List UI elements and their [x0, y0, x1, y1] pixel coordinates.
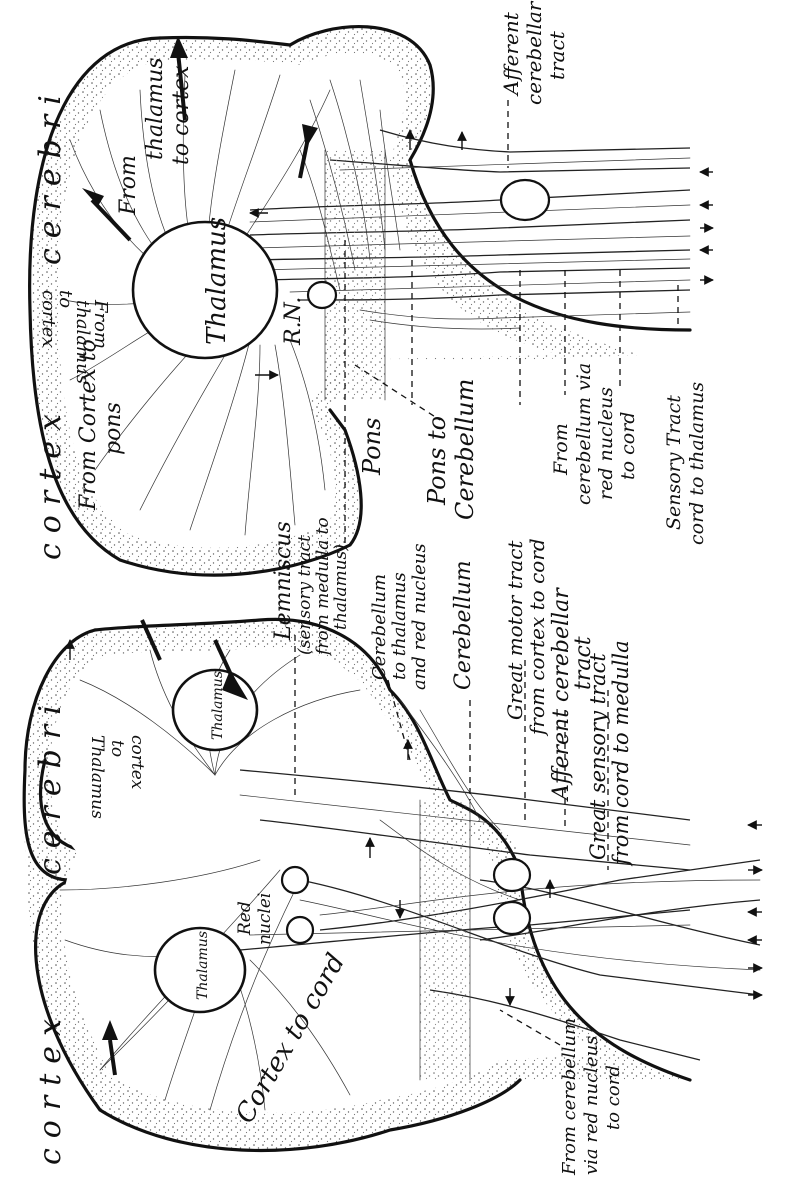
- label-lemniscus-4: thalamus): [331, 544, 351, 630]
- label-rn: R.N.: [281, 297, 306, 346]
- label-great-motor-2: from cortex to cord: [525, 538, 549, 737]
- top-olive: [501, 180, 549, 220]
- bottom-olive-1: [494, 859, 530, 891]
- label-from-thalamus-to-cortex: From: [116, 155, 141, 216]
- label-red-nuclei-2: nuclei: [255, 893, 275, 945]
- label-red-nuclei-1: Red: [235, 901, 255, 936]
- label-from-cerebellum-via-red-1: From: [550, 423, 572, 476]
- label-great-sensory-2: from cord to medulla: [609, 640, 633, 867]
- label-thalamus-b: Thalamus: [195, 931, 211, 1000]
- label-cerebellum-thal-1: Cerebellum: [369, 574, 390, 680]
- label-lemniscus-2: (sensory tract: [295, 535, 315, 655]
- label-from-cerebellum-via-red-2: cerebellum via: [573, 363, 595, 505]
- label-from-cerebellum-3: to cord: [603, 1065, 624, 1130]
- label-lemniscus-1: Lemniscus: [271, 521, 296, 641]
- label-afferent-1: Afferent cerebellar: [549, 587, 574, 802]
- label-from-cerebellum-via-red-4: to cord: [617, 412, 639, 480]
- bottom-red-nucleus-2: [287, 917, 313, 943]
- label-from-cerebellum-1: From cerebellum: [559, 1018, 580, 1176]
- label-thalamus-a: Thalamus: [210, 671, 226, 740]
- label-from-thalamus-small-4: cortex: [38, 290, 59, 348]
- bottom-diagram: [24, 619, 762, 1150]
- label-from-thalamus-to-cortex-3: to cortex: [169, 65, 194, 165]
- label-cerebellum-thal-3: and red nucleus: [409, 543, 430, 690]
- label-sensory-tract-1: Sensory Tract: [663, 395, 685, 530]
- label-pons-top: Pons: [358, 418, 386, 476]
- label-afferent-cerebellar-1: Afferent: [499, 11, 523, 97]
- bottom-cerebri-word: cerebri: [33, 695, 68, 875]
- top-pons-band: [325, 150, 385, 400]
- top-cortex-word: cortex: [33, 404, 68, 560]
- label-thalamus-to-cortex-3: cortex: [127, 735, 147, 790]
- bottom-red-nucleus-1: [282, 867, 308, 893]
- label-from-cerebellum-via-red-3: red nucleus: [595, 387, 617, 500]
- bottom-olive-2: [494, 902, 530, 934]
- label-from-thalamus-to-cortex-2: thalamus: [143, 57, 168, 160]
- label-from-cortex-to-pons-2: pons: [101, 402, 126, 455]
- label-pons-to-cerebellum-1: Pons to: [423, 416, 451, 506]
- label-sensory-tract-2: cord to thalamus: [686, 382, 708, 545]
- label-afferent-cerebellar-3: tract: [545, 30, 569, 80]
- label-great-sensory-1: Great sensory tract: [586, 653, 610, 860]
- label-lemniscus-3: from medulla to: [313, 517, 333, 657]
- bottom-cortex-word: cortex: [33, 1009, 68, 1165]
- label-afferent-cerebellar-2: cerebellar: [522, 0, 546, 105]
- label-from-cerebellum-2: via red nucleus: [581, 1036, 602, 1175]
- label-cerebellum-thal-2: to thalamus: [389, 572, 410, 680]
- label-thalamus-top: Thalamus: [202, 217, 232, 345]
- bottom-pons-band: [420, 800, 470, 1080]
- label-thalamus-to-cortex-1: Thalamus: [87, 735, 107, 819]
- label-thalamus-to-cortex-2: to: [107, 740, 127, 757]
- top-red-nucleus: [308, 282, 336, 308]
- label-pons-to-cerebellum-2: Cerebellum: [451, 379, 479, 520]
- top-cerebri-word: cerebri: [33, 85, 68, 265]
- label-from-cortex-to-pons-1: From Cortex to: [76, 339, 101, 511]
- label-cerebellum-middle: Cerebellum: [451, 560, 476, 690]
- label-great-motor-1: Great motor tract: [503, 540, 527, 720]
